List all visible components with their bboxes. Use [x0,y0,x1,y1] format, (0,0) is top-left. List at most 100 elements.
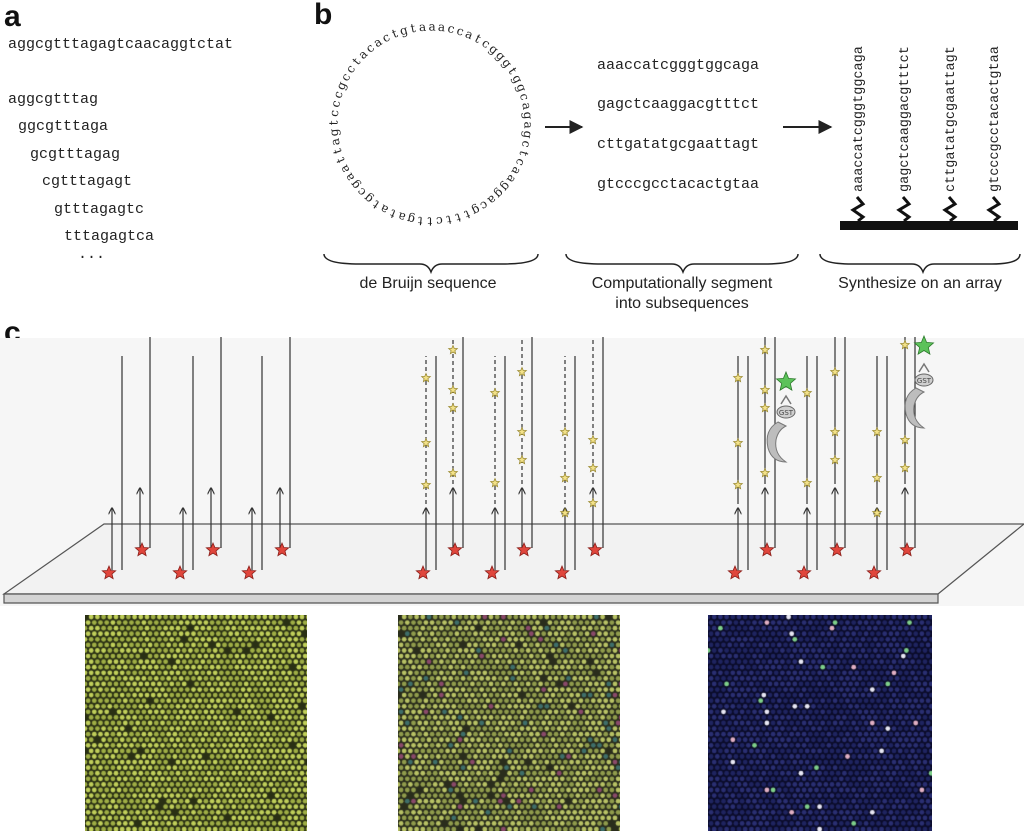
bound-protein [766,421,788,463]
yellow-star [899,434,911,445]
kmer-1: aggcgtttag [8,91,99,108]
kmer-4: cgtttagagt [42,173,133,190]
yellow-star [587,497,599,508]
microarray-slide [2,523,1024,595]
antibody [918,362,930,373]
kmer-3: gcgtttagag [30,146,121,163]
yellow-star [759,467,771,478]
red-star [759,541,775,557]
yellow-star [447,384,459,395]
array-oligo-2: gagctcaaggacgtttct [898,46,913,192]
brace-segment [565,253,799,275]
yellow-star [732,437,744,448]
circle-letter: t [454,210,463,225]
array-oligo-1: aaaccatcgggtggcaga [852,46,867,192]
brace-de-bruijn [323,253,539,275]
kmer-5: gtttagagtc [54,201,145,218]
yellow-star [871,507,883,518]
panel-a-label: a [4,0,21,33]
circle-letter: g [521,111,536,120]
yellow-star [489,477,501,488]
kmer-6: tttagagtca [64,228,155,245]
red-star [205,541,221,557]
caption-de-bruijn: de Bruijn sequence [359,275,497,292]
panel-b-label: b [314,0,333,31]
kmer-ellipsis: ... [78,246,106,263]
subsequence-1: aaaccatcgggtggcaga [597,57,760,74]
red-star [134,541,150,557]
yellow-star [516,426,528,437]
antibody [780,394,792,405]
red-star [796,564,812,580]
green-star [775,370,797,391]
circle-letter: t [409,21,416,36]
circle-letter: t [505,65,519,77]
yellow-star [759,344,771,355]
caption-segment-line1: Computationally segment [591,275,773,292]
circle-letter: t [417,214,424,228]
circle-letter: a [519,101,534,111]
linker-2 [896,196,912,223]
circle-letter: t [472,31,483,46]
linker-3 [942,196,958,223]
yellow-star [829,426,841,437]
circle-letter: t [390,26,400,41]
yellow-star [732,479,744,490]
yellow-star [801,387,813,398]
circle-letter: g [398,23,410,39]
subsequence-4: gtcccgcctacactgtaa [597,176,760,193]
kmer-2: ggcgtttaga [18,118,109,135]
circle-letter: g [327,128,342,137]
red-star [899,541,915,557]
yellow-star [447,402,459,413]
microarray-slide-edge [3,593,939,604]
yellow-star [559,472,571,483]
yellow-star [447,467,459,478]
gst-tag [914,373,934,387]
circle-letter: c [327,109,342,117]
red-star [554,564,570,580]
circle-letter: c [519,139,534,149]
circle-letter: c [435,214,443,229]
yellow-star [829,454,841,465]
circle-letter: c [330,89,345,100]
circle-letter: c [513,156,529,168]
circle-letter: t [326,120,340,125]
circle-letter: g [405,212,416,227]
circle-letter: a [521,121,535,128]
yellow-star [732,372,744,383]
circle-letter: a [418,20,426,35]
yellow-star [759,402,771,413]
circle-letter: a [328,137,343,147]
caption-synthesize: Synthesize on an array [838,275,1002,292]
yellow-star [420,372,432,383]
circle-letter: a [396,209,407,225]
array-surface [840,221,1018,230]
circle-letter: c [455,23,466,38]
subsequence-2: gagctcaaggacgtttct [597,96,760,113]
red-star [101,564,117,580]
circle-letter: a [428,19,435,33]
linker-4 [986,196,1002,223]
circle-letter: t [333,155,348,165]
scan-image-3 [708,615,932,831]
yellow-star [559,507,571,518]
yellow-star [871,472,883,483]
linker-1 [850,196,866,223]
yellow-star [587,462,599,473]
circle-letter: t [330,147,345,156]
caption-segment-line2: into subsequences [615,295,749,312]
yellow-star [516,454,528,465]
circle-letter: t [462,207,472,222]
yellow-star [899,462,911,473]
circle-letter: t [445,212,452,227]
yellow-star [871,426,883,437]
full-sequence: aggcgtttagagtcaacaggtctat [8,36,234,53]
yellow-star [516,366,528,377]
yellow-star [829,366,841,377]
green-star [913,334,935,355]
gst-tag [776,405,796,419]
array-linkers [850,196,1002,223]
